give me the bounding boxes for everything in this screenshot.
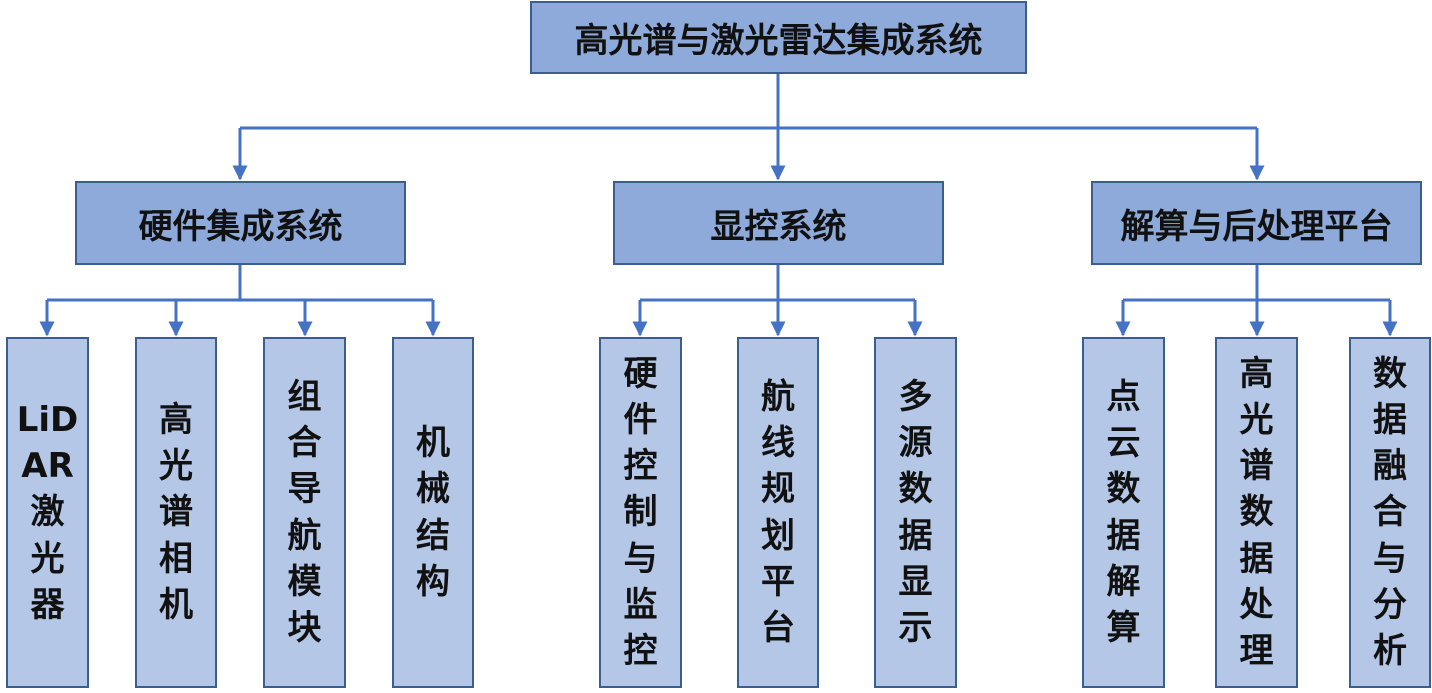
route-planning-node: 航线规划平台 (737, 337, 819, 688)
pointcloud-solving-node: 点云数据解算 (1082, 337, 1165, 688)
integrated-navigation-node: 组合导航模块 (263, 337, 346, 688)
hardware-control-node: 硬件控制与监控 (599, 337, 682, 688)
root-label: 高光谱与激光雷达集成系统 (574, 21, 983, 61)
data-fusion-node: 数据融合与分析 (1349, 337, 1431, 688)
hardware-control-label: 硬件控制与监控 (623, 353, 658, 672)
processing-platform-label: 解算与后处理平台 (1120, 206, 1393, 247)
lidar-laser-node: LiDAR激光器 (6, 337, 89, 688)
display-control-node: 显控系统 (613, 181, 944, 265)
route-planning-label: 航线规划平台 (761, 376, 795, 648)
data-fusion-label: 数据融合与分析 (1373, 353, 1407, 672)
lidar-laser-label: LiDAR激光器 (16, 399, 79, 625)
processing-platform-node: 解算与后处理平台 (1091, 181, 1422, 265)
mechanical-structure-label: 机械结构 (416, 423, 450, 602)
hyperspectral-camera-node: 高光谱相机 (135, 337, 217, 688)
hardware-integration-node: 硬件集成系统 (75, 181, 406, 265)
multi-source-display-label: 多源数据显示 (898, 376, 933, 648)
hyperspectral-processing-label: 高光谱数据处理 (1239, 353, 1274, 672)
mechanical-structure-node: 机械结构 (392, 337, 474, 688)
root-node: 高光谱与激光雷达集成系统 (530, 1, 1027, 74)
integrated-navigation-label: 组合导航模块 (287, 376, 322, 648)
pointcloud-solving-label: 点云数据解算 (1106, 376, 1141, 648)
hyperspectral-processing-node: 高光谱数据处理 (1215, 337, 1298, 688)
hyperspectral-camera-label: 高光谱相机 (159, 399, 193, 625)
multi-source-display-node: 多源数据显示 (874, 337, 957, 688)
hardware-integration-label: 硬件集成系统 (138, 206, 343, 247)
display-control-label: 显控系统 (710, 206, 847, 247)
